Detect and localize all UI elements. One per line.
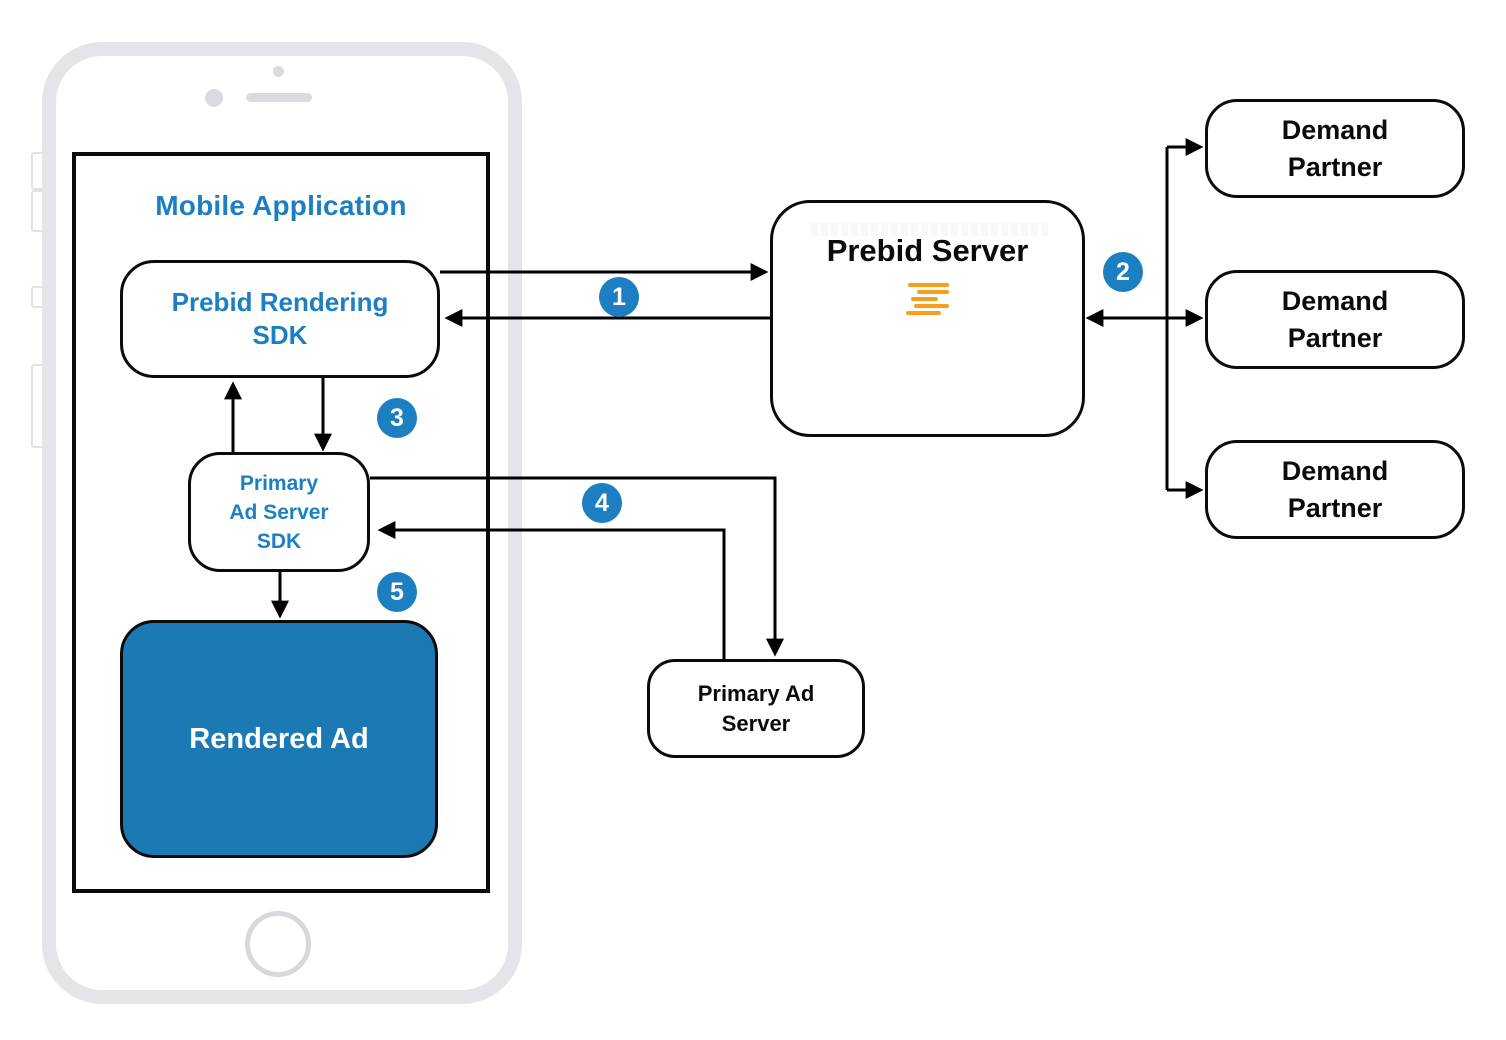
phone-speaker-bar-icon — [246, 93, 312, 102]
step-badge-1: 1 — [599, 277, 639, 317]
node-label-line: Partner — [1287, 151, 1383, 182]
prebid-logo-icon — [905, 283, 950, 315]
node-primary-ad-server: Primary Ad Server — [647, 659, 865, 758]
node-label-line: Demand — [1281, 114, 1389, 145]
node-label: Prebid Server — [826, 233, 1029, 268]
step-badge-3: 3 — [377, 398, 417, 438]
node-label-line: SDK — [252, 320, 308, 350]
faint-watermark — [811, 223, 1051, 236]
node-prebid-server: Prebid Server — [770, 200, 1085, 437]
step-badge-4: 4 — [582, 483, 622, 523]
node-label-line: SDK — [256, 529, 302, 553]
node-label-line: Ad Server — [229, 500, 329, 524]
node-rendered-ad: Rendered Ad — [120, 620, 438, 858]
node-label-line: Server — [721, 710, 791, 736]
node-label: Rendered Ad — [189, 722, 369, 755]
mobile-application-title: Mobile Application — [155, 190, 407, 221]
node-label-line: Primary Ad — [697, 680, 815, 706]
node-label-line: Demand — [1281, 455, 1389, 486]
node-prebid-rendering-sdk: Prebid Rendering SDK — [120, 260, 440, 378]
node-primary-ad-server-sdk: Primary Ad Server SDK — [188, 452, 370, 572]
node-demand-partner-1: Demand Partner — [1205, 99, 1465, 198]
node-label-line: Partner — [1287, 492, 1383, 523]
step-badge-2: 2 — [1103, 252, 1143, 292]
phone-sensor-dot-icon — [205, 89, 223, 107]
node-demand-partner-2: Demand Partner — [1205, 270, 1465, 369]
node-label-line: Demand — [1281, 285, 1389, 316]
node-label-line: Primary — [239, 471, 319, 495]
phone-camera-dot-icon — [273, 66, 284, 77]
step-badge-5: 5 — [377, 572, 417, 612]
node-label-line: Partner — [1287, 322, 1383, 353]
phone-home-button-icon — [245, 911, 311, 977]
node-label-line: Prebid Rendering — [171, 287, 389, 317]
node-demand-partner-3: Demand Partner — [1205, 440, 1465, 539]
